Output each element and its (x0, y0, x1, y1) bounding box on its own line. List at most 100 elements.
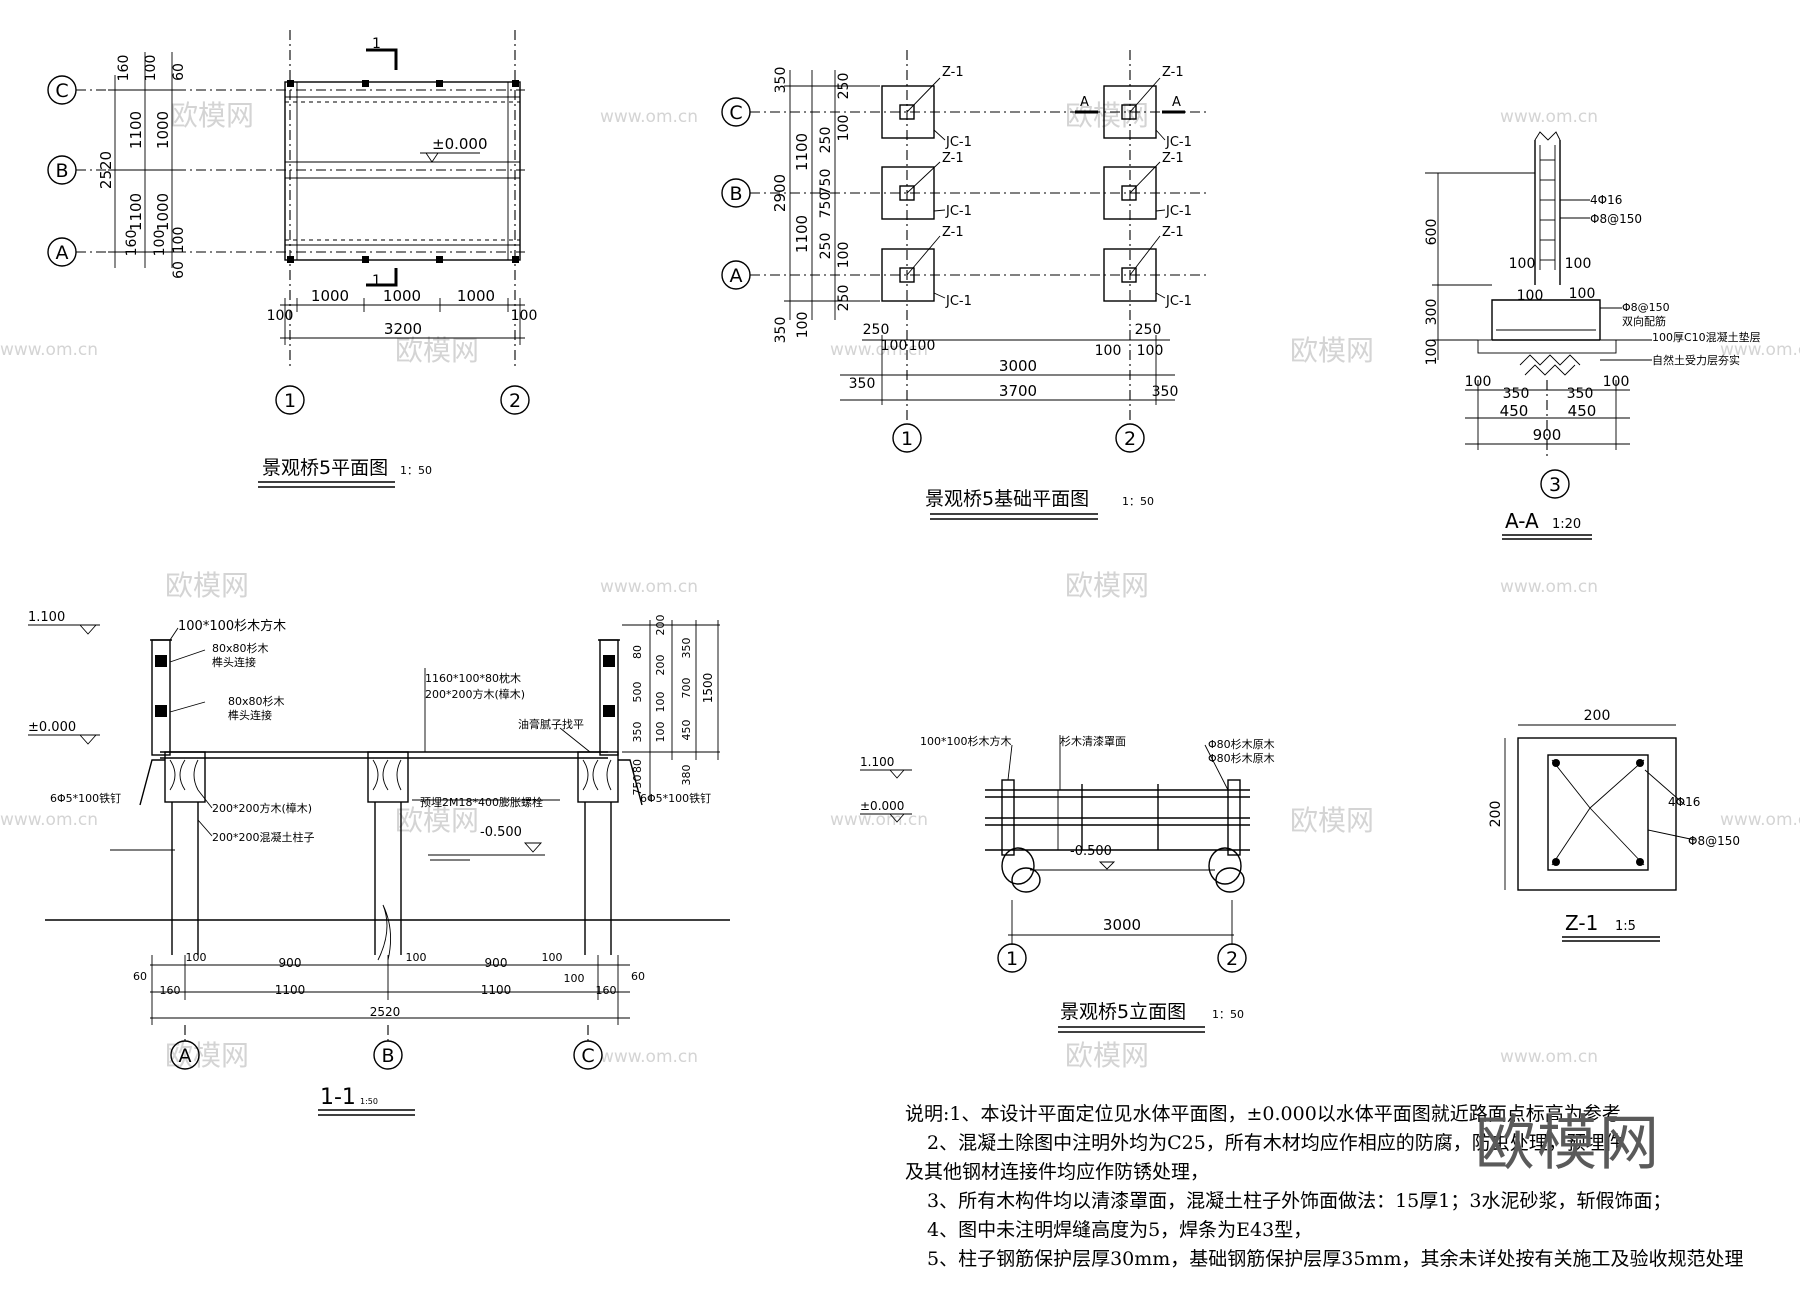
level-1100: 1.100 (28, 610, 65, 625)
axis-2: 2 (1124, 428, 1136, 450)
label-jc1: JC-1 (945, 204, 972, 219)
axis-b: B (55, 160, 68, 182)
section-aa-title: A-A (1505, 509, 1539, 533)
dim-250: 250 (1135, 322, 1162, 338)
z1-stirrup: Φ8@150 (1688, 834, 1740, 848)
watermark-url: www.om.cn (1500, 577, 1598, 597)
label-bolt: 预埋2M18*400膨胀螺栓 (420, 795, 543, 809)
dim-1500: 1500 (701, 673, 715, 704)
section-11-scale: 1:50 (360, 1097, 378, 1106)
watermark-url: www.om.cn (1720, 340, 1800, 360)
watermark-cn: 欧模网 (165, 569, 249, 602)
dim-250: 250 (863, 322, 890, 338)
dim-160: 160 (124, 230, 140, 257)
dim-1100: 1100 (127, 193, 145, 231)
label-cushion: 100厚C10混凝土垫层 (1652, 330, 1761, 344)
dim-250: 250 (818, 233, 834, 260)
plan-scale: 1：50 (400, 464, 432, 477)
dim-1100: 1100 (793, 215, 811, 253)
label-z1: Z-1 (1162, 225, 1184, 240)
cut-mark-label: 1 (372, 36, 381, 52)
dim-100: 100 (795, 312, 811, 339)
elevation-scale: 1：50 (1212, 1008, 1244, 1021)
axis-1: 1 (284, 390, 296, 412)
dim-250: 250 (836, 73, 852, 100)
dim-100: 100 (511, 308, 538, 324)
watermark-cn: 欧模网 (395, 334, 479, 367)
z1-title: Z-1 (1565, 911, 1598, 935)
axis-c: C (55, 80, 68, 102)
dim-1000: 1000 (311, 287, 349, 305)
dim-100: 100 (1095, 343, 1122, 359)
cut-mark-label: 1 (372, 273, 381, 289)
dim-450: 450 (680, 720, 693, 741)
label-beam-2: 200*200方木(樟木) (212, 801, 312, 815)
axis-2: 2 (1226, 948, 1238, 970)
label-jc1: JC-1 (1165, 204, 1192, 219)
dim-450: 450 (1568, 402, 1597, 420)
dim-100: 100 (186, 951, 207, 964)
dim-100: 100 (836, 115, 852, 142)
watermark-logo: 欧模网 (1475, 1109, 1661, 1179)
label-joint-2b: 榫头连接 (228, 708, 272, 722)
dim-250: 250 (818, 127, 834, 154)
label-joint-1: 80x80杉木 (212, 641, 269, 655)
label-z1: Z-1 (1162, 65, 1184, 80)
elev-level-0: ±0.000 (860, 799, 904, 813)
axis-c: C (581, 1045, 594, 1067)
dim-100: 100 (1137, 343, 1164, 359)
dim-2520: 2520 (370, 1005, 401, 1019)
dim-1100: 1100 (481, 983, 512, 997)
label-nail-left: 6Φ5*100铁钉 (50, 792, 121, 805)
watermark-url: www.om.cn (600, 577, 698, 597)
dim-100: 100 (1509, 256, 1536, 272)
foundation-title: 景观桥5基础平面图 (925, 488, 1089, 510)
dim-60: 60 (171, 261, 187, 279)
label-stirrup: Φ8@150 (1590, 212, 1642, 226)
dim-1000: 1000 (457, 287, 495, 305)
note-line: 及其他钢材连接件均应作防锈处理， (905, 1161, 1210, 1183)
dim-700: 700 (680, 678, 693, 699)
dim-350: 350 (1503, 386, 1530, 402)
elev-dim-3000: 3000 (1103, 916, 1141, 934)
dim-60: 60 (171, 63, 187, 81)
label-nail-right: 6Φ5*100铁钉 (640, 792, 711, 805)
dim-450: 450 (1500, 402, 1529, 420)
dim-80: 80 (631, 759, 644, 773)
plan-elevation: ±0.000 (432, 135, 488, 153)
design-notes: 说明:1、本设计平面定位见水体平面图，±0.000以水体平面图就近路面点标高为参… (905, 1100, 1765, 1274)
dim-350: 350 (1567, 386, 1594, 402)
axis-c: C (729, 102, 742, 124)
label-joint-2: 80x80杉木 (228, 694, 285, 708)
watermark-url: www.om.cn (600, 1047, 698, 1067)
foundation-plan: C B A Z-1 Z-1 Z-1 JC-1 JC-1 JC-1 Z-1 Z-1… (721, 50, 1210, 520)
plan-view: C B A 1 1 ±0.000 (47, 30, 538, 488)
label-mesh: Φ8@150 (1622, 301, 1670, 314)
label-beam: 200*200方木(樟木) (425, 687, 525, 701)
dim-100: 100 (654, 722, 667, 743)
dim-1000: 1000 (154, 111, 172, 149)
dim-100: 100 (909, 338, 936, 354)
dim-160: 160 (160, 984, 181, 997)
note-line: 4、图中未注明焊缝高度为5，焊条为E43型， (927, 1219, 1313, 1241)
plan-title: 景观桥5平面图 (262, 457, 388, 479)
dim-350: 350 (773, 317, 789, 344)
z1-rebar: 4Φ16 (1668, 795, 1700, 809)
label-jc1: JC-1 (1165, 294, 1192, 309)
dim-1000: 1000 (154, 193, 172, 231)
dim-900: 900 (485, 956, 508, 970)
dim-3700: 3700 (999, 382, 1037, 400)
axis-b: B (729, 183, 742, 205)
elev-level-minus-500: -0.500 (1070, 844, 1112, 859)
axis-3: 3 (1549, 474, 1561, 496)
dim-500: 500 (631, 682, 644, 703)
column-z1-detail: 200 200 4Φ16 Φ8@150 Z-1 1:5 (1488, 708, 1740, 942)
watermark-url: www.om.cn (0, 810, 98, 830)
section-aa: 600 300 100 100 100 100 100 4Φ16 Φ8@150 … (1424, 131, 1761, 540)
watermark-cn: 欧模网 (1065, 1039, 1149, 1072)
dim-750: 750 (818, 192, 834, 219)
dim-100: 100 (881, 338, 908, 354)
axis-2: 2 (509, 390, 521, 412)
dim-3000: 3000 (999, 357, 1037, 375)
dim-100: 100 (267, 308, 294, 324)
